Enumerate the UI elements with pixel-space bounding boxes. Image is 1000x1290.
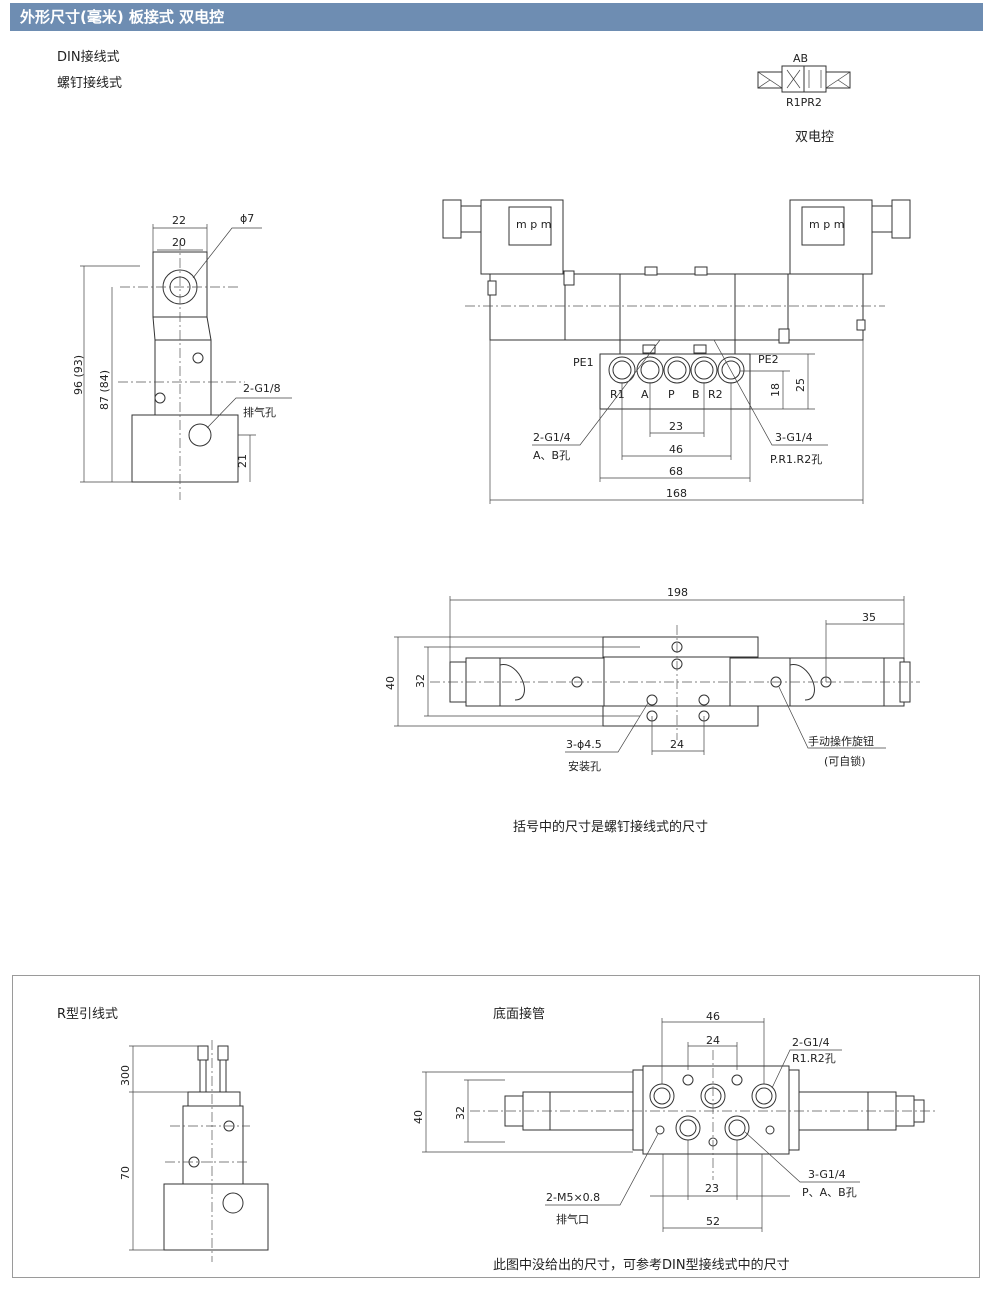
dim-25: 25	[794, 378, 807, 392]
exhaust-label: 排气孔	[243, 405, 276, 419]
dim-22: 22	[172, 214, 186, 227]
r-type-view: 300 70	[119, 1040, 269, 1262]
dim-68: 68	[669, 465, 683, 478]
base-piping-title: 底面接管	[493, 1007, 546, 1022]
dim-24: 24	[670, 738, 684, 751]
dim-168: 168	[666, 487, 687, 500]
r-type-title: R型引线式	[57, 1007, 119, 1022]
symbol-ports-bottom: R1PR2	[786, 96, 822, 109]
port-p: P	[668, 388, 675, 401]
port-r2: R2	[708, 388, 723, 401]
wiring-screw-label: 螺钉接线式	[57, 76, 123, 91]
ab-size: 2-G1/4	[533, 431, 571, 444]
dim-198: 198	[667, 586, 688, 599]
pr-label: P.R1.R2孔	[770, 453, 822, 466]
rr-size: 2-G1/4	[792, 1036, 830, 1049]
port-r1: R1	[610, 388, 625, 401]
front-view: m p m m p m PE1 PE2 R1 A P B R2	[442, 199, 911, 504]
coil-mark-left: m p m	[516, 218, 551, 231]
m5-label: 排气口	[556, 1212, 589, 1226]
port-b: B	[692, 388, 700, 401]
dim-40-b: 40	[412, 1110, 425, 1124]
pr-size: 3-G1/4	[775, 431, 813, 444]
port-a: A	[641, 388, 649, 401]
bottom-note: 此图中没给出的尺寸，可参考DIN型接线式中的尺寸	[493, 1258, 790, 1273]
pab-size: 3-G1/4	[808, 1168, 846, 1181]
label-pe1: PE1	[573, 356, 594, 369]
dim-35: 35	[862, 611, 876, 624]
side-view: 22 20 ϕ7 96 (93) 87 (84) 21 2-G1/8 排气孔	[72, 212, 292, 500]
dim-18: 18	[769, 383, 782, 397]
dim-32-b: 32	[454, 1106, 467, 1120]
dim-20: 20	[172, 236, 186, 249]
dim-32: 32	[414, 674, 427, 688]
dim-phi7: ϕ7	[240, 212, 254, 225]
dim-52: 52	[706, 1215, 720, 1228]
ab-label: A、B孔	[533, 449, 570, 462]
symbol-ports-top: AB	[793, 52, 808, 65]
dim-96: 96 (93)	[72, 355, 85, 395]
dim-300: 300	[119, 1065, 132, 1086]
exhaust-size: 2-G1/8	[243, 382, 281, 395]
rr-label: R1.R2孔	[792, 1052, 836, 1065]
dim-46-b: 46	[706, 1010, 720, 1023]
dim-40: 40	[384, 676, 397, 690]
valve-symbol: AB R1PR2	[757, 52, 851, 109]
top-note: 括号中的尺寸是螺钉接线式的尺寸	[513, 820, 709, 835]
m5-size: 2-M5×0.8	[546, 1191, 600, 1204]
dim-24-b: 24	[706, 1034, 720, 1047]
dim-70: 70	[119, 1166, 132, 1180]
bottom-panel	[12, 975, 980, 1278]
symbol-caption: 双电控	[795, 130, 835, 145]
label-pe2: PE2	[758, 353, 779, 366]
top-view: 198 35 40 32 24 3-ϕ4.5 安装孔 手动操作旋钮 (可自锁)	[384, 586, 920, 773]
dim-46: 46	[669, 443, 683, 456]
pab-label: P、A、B孔	[802, 1186, 857, 1199]
dim-21: 21	[236, 454, 249, 468]
coil-mark-right: m p m	[809, 218, 844, 231]
wiring-din-label: DIN接线式	[57, 50, 120, 65]
dim-23-b: 23	[705, 1182, 719, 1195]
manual-sub: (可自锁)	[824, 754, 866, 768]
manual-label: 手动操作旋钮	[808, 734, 874, 748]
mount-size: 3-ϕ4.5	[566, 738, 602, 751]
dim-23: 23	[669, 420, 683, 433]
base-piping-view: 46 24 40 32 23 52 2-G1/4 R1.R2孔 3-G1/4 P…	[412, 1010, 935, 1232]
mount-label: 安装孔	[568, 759, 601, 773]
dim-87: 87 (84)	[98, 370, 111, 410]
section-header: 外形尺寸(毫米) 板接式 双电控	[10, 3, 983, 31]
